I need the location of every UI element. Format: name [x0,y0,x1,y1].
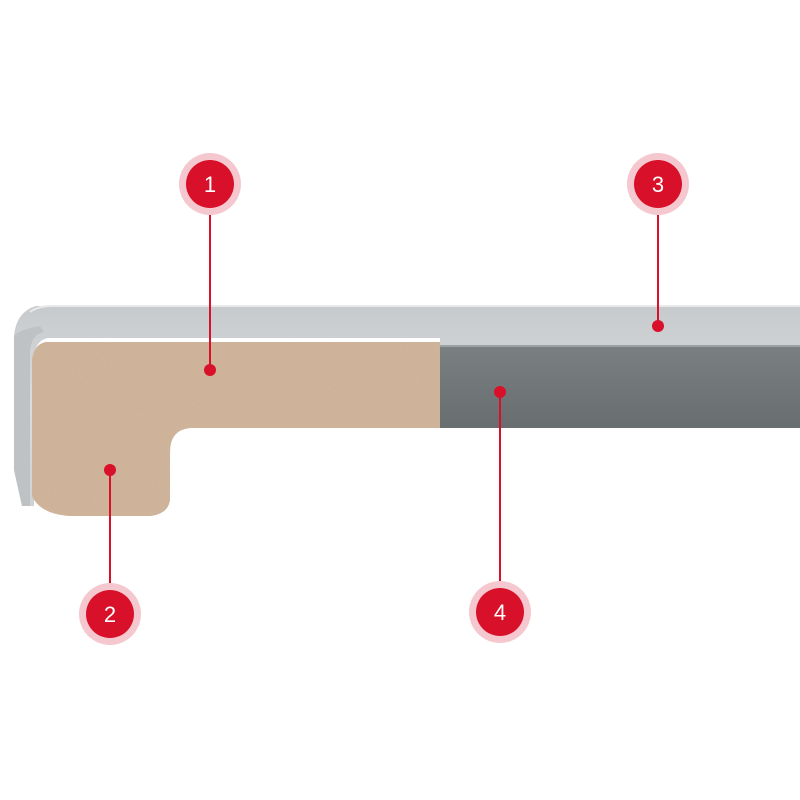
outer-shell [14,306,800,506]
anchor-dot-1 [204,364,216,376]
marker-4: 4 [469,581,531,643]
marker-3: 3 [627,153,689,215]
dark-core-panel [440,346,800,428]
top-surface-edge [29,305,800,313]
marker-1: 1 [179,153,241,215]
marker-4-label: 4 [494,600,506,625]
marker-2-label: 2 [104,602,116,627]
marker-3-label: 3 [652,172,664,197]
marker-2: 2 [79,583,141,645]
anchor-dot-3 [652,320,664,332]
particleboard-grain [32,342,440,516]
anchor-dot-4 [494,386,506,398]
shell-nose-shadow [14,326,44,506]
marker-1-label: 1 [204,172,216,197]
particleboard-highlight [32,342,440,516]
anchor-dot-2 [104,464,116,476]
